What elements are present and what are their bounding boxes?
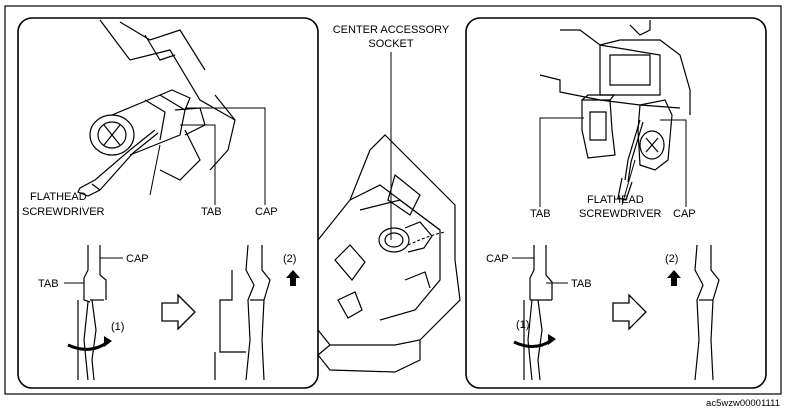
center-title-line1: CENTER ACCESSORY <box>333 24 450 36</box>
right-rotate-arrow <box>513 338 553 348</box>
right-panel-border <box>465 17 767 389</box>
center-console <box>317 134 461 373</box>
right-detail-after <box>694 244 720 381</box>
right-tab-label-detail: TAB <box>571 278 592 290</box>
left-step-arrow <box>161 293 196 331</box>
right-step2-label: (2) <box>665 253 678 265</box>
right-rotate-arrow-head <box>548 334 556 345</box>
right-detail-leaders <box>512 257 568 284</box>
left-top-leaders <box>149 107 266 205</box>
left-up-arrow-shape <box>286 270 300 286</box>
left-socket-illustration <box>77 19 236 197</box>
left-tab-label-detail: TAB <box>38 278 59 290</box>
reference-code: ac5wzw00001111 <box>706 398 780 409</box>
center-title-line2: SOCKET <box>368 38 414 50</box>
left-detail-before <box>77 245 107 381</box>
center-dashed-arrow <box>407 231 446 246</box>
left-flathead-label-line2: SCREWDRIVER <box>22 206 105 218</box>
left-panel-border <box>17 17 319 389</box>
right-tab-label-top: TAB <box>530 208 551 220</box>
left-flathead-label-line1: FLATHEAD <box>30 191 87 203</box>
right-socket-cap <box>581 94 616 159</box>
left-cap-label-detail: CAP <box>126 253 149 265</box>
right-cap-label-detail: CAP <box>486 253 509 265</box>
left-rotate-arrow <box>67 340 109 351</box>
left-tab-label-top: TAB <box>201 206 222 218</box>
center-illustration: CENTER ACCESSORY SOCKET <box>317 24 461 373</box>
outer-frame <box>4 5 782 395</box>
right-top-leaders <box>539 117 687 207</box>
right-step1-label: (1) <box>516 319 529 331</box>
left-step1-label: (1) <box>111 321 124 333</box>
left-rotate-arrow-head <box>104 336 112 347</box>
right-socket-screwdriver <box>617 99 673 201</box>
left-step2-label: (2) <box>283 253 296 265</box>
right-housing-illustration <box>539 20 691 115</box>
right-up-arrow-shape <box>667 270 681 286</box>
left-panel: FLATHEAD SCREWDRIVER TAB CAP (1) CAP TAB <box>17 17 319 389</box>
right-detail-before <box>523 245 553 381</box>
left-detail-leaders <box>64 257 123 284</box>
right-flathead-label-line1: FLATHEAD <box>587 194 644 206</box>
left-detail-after <box>214 244 271 381</box>
right-step-arrow <box>612 293 647 331</box>
right-flathead-label-line2: SCREWDRIVER <box>579 208 662 220</box>
right-panel: TAB FLATHEAD SCREWDRIVER CAP (1) CAP TAB <box>465 17 767 389</box>
right-cap-label-top: CAP <box>673 208 696 220</box>
left-cap-label-top: CAP <box>255 206 278 218</box>
